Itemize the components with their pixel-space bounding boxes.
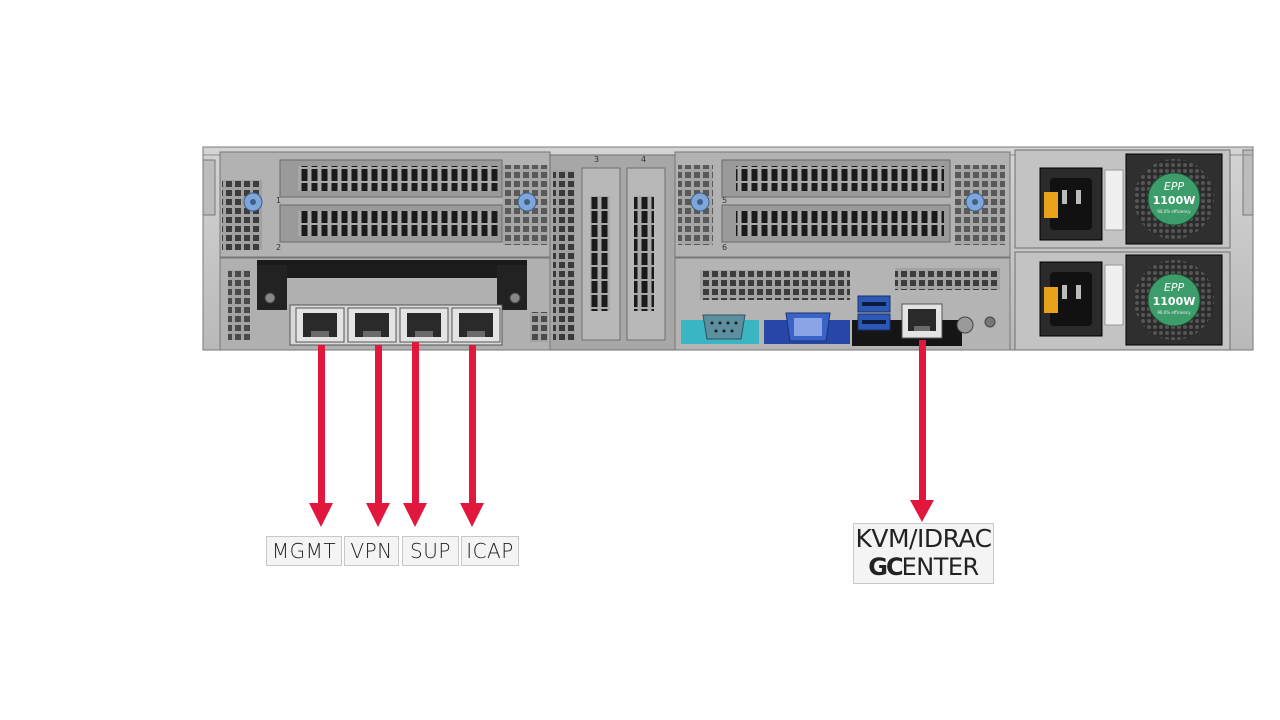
arrow-icap bbox=[460, 345, 484, 527]
psu-rating: 1100W bbox=[1153, 194, 1196, 207]
power-supply-1: EPP 1100W 96.0% efficiency bbox=[1015, 150, 1230, 248]
power-supply-2: EPP 1100W 96.0% efficiency bbox=[1015, 252, 1230, 350]
label-kvm-idrac: KVM/IDRAC GCENTER bbox=[853, 523, 994, 584]
psu-brand: EPP bbox=[1164, 281, 1185, 294]
thumbscrew-icon bbox=[518, 193, 536, 211]
usb-port-icon[interactable] bbox=[858, 296, 890, 312]
riser-number-3: 3 bbox=[594, 155, 599, 164]
thumbscrew-icon bbox=[966, 193, 984, 211]
gcenter-logo: GC bbox=[868, 553, 901, 581]
riser-number-1: 1 bbox=[276, 196, 281, 205]
arrow-kvm bbox=[910, 340, 934, 522]
kvm-label-title: KVM/IDRAC bbox=[854, 525, 993, 553]
label-vpn: VPN bbox=[344, 536, 399, 566]
riser-number-2: 2 bbox=[276, 243, 281, 252]
psu-brand: EPP bbox=[1164, 180, 1185, 193]
arrow-sup bbox=[403, 342, 427, 527]
riser-number-5: 5 bbox=[722, 196, 727, 205]
riser-center: 3 4 bbox=[550, 155, 675, 350]
serial-port-icon[interactable] bbox=[703, 315, 745, 339]
vga-port-icon[interactable] bbox=[786, 313, 830, 341]
label-sup: SUP bbox=[402, 536, 459, 566]
label-mgmt: MGMT bbox=[266, 536, 342, 566]
usb-port-icon[interactable] bbox=[858, 314, 890, 330]
idrac-port[interactable] bbox=[902, 304, 942, 338]
riser-right: 5 6 bbox=[675, 152, 1010, 257]
arrow-vpn bbox=[366, 345, 390, 527]
rj45-port-sup[interactable] bbox=[400, 308, 448, 342]
kvm-label-suffix: ENTER bbox=[902, 553, 979, 581]
psu-rating: 1100W bbox=[1153, 295, 1196, 308]
arrow-mgmt bbox=[309, 345, 333, 527]
psu-note: 96.0% efficiency bbox=[1157, 209, 1191, 214]
thumbscrew-icon bbox=[691, 193, 709, 211]
riser-number-4: 4 bbox=[641, 155, 646, 164]
rj45-port-vpn[interactable] bbox=[348, 308, 396, 342]
rj45-port-mgmt[interactable] bbox=[296, 308, 344, 342]
label-icap: ICAP bbox=[461, 536, 519, 566]
riser-number-6: 6 bbox=[722, 243, 727, 252]
thumbscrew-icon bbox=[244, 193, 262, 211]
rj45-port-icap[interactable] bbox=[452, 308, 500, 342]
riser-left: 1 2 bbox=[220, 152, 550, 257]
psu-note: 96.0% efficiency bbox=[1157, 310, 1191, 315]
kvm-label-subtitle: GCENTER bbox=[854, 553, 993, 581]
